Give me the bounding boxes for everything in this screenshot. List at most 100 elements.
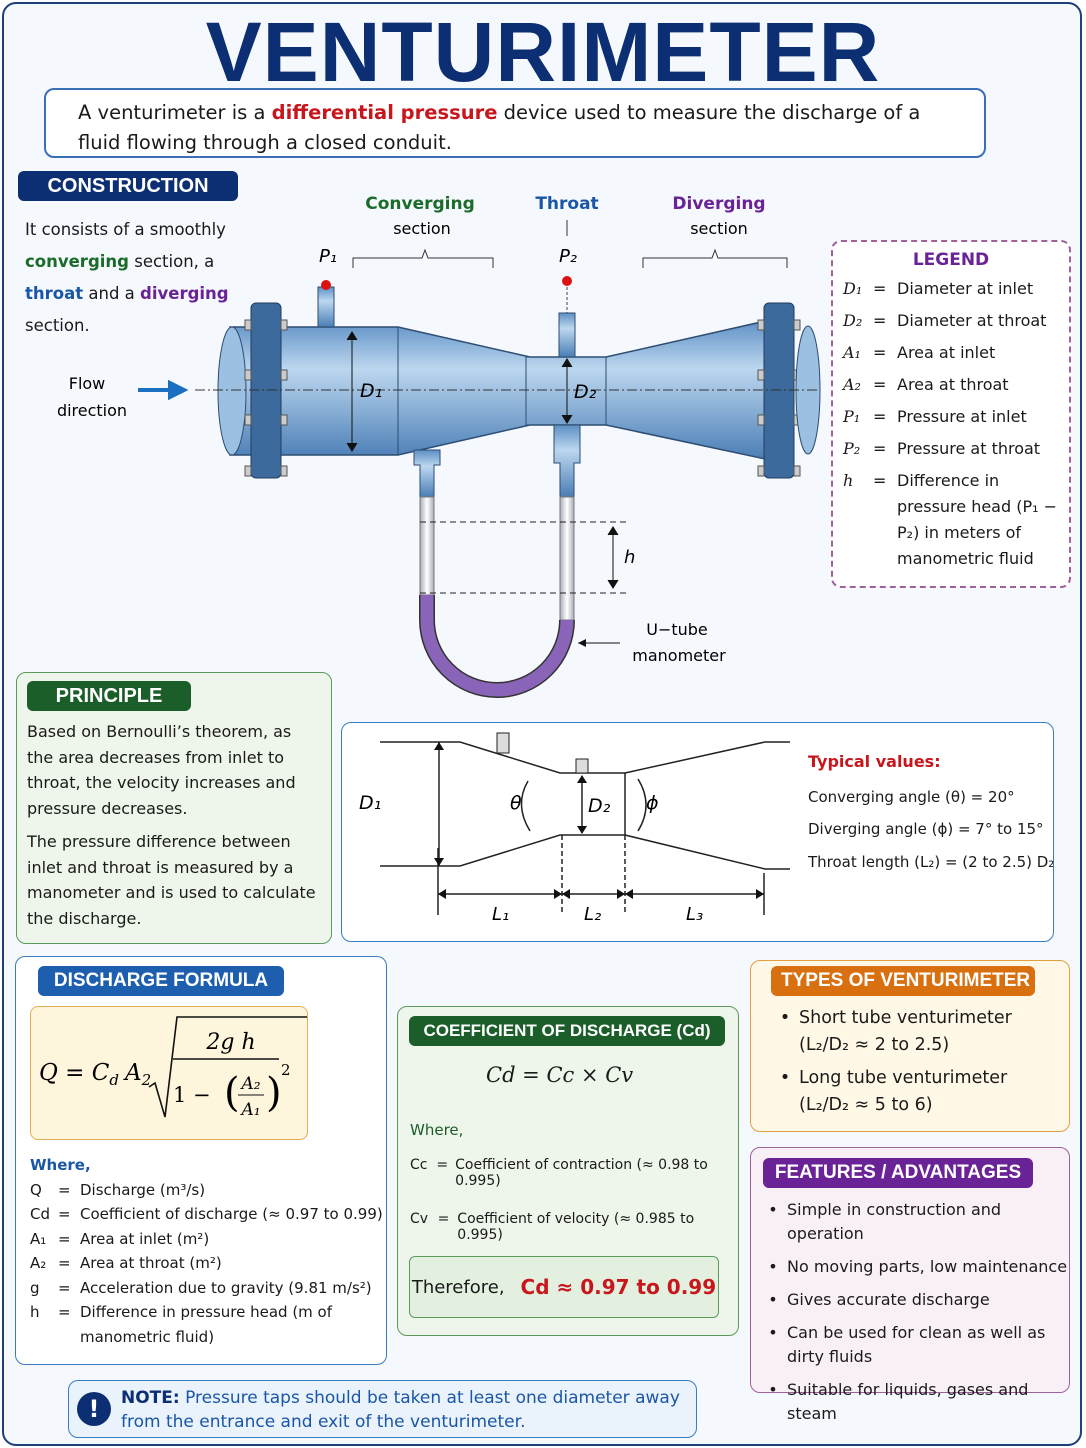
- discharge-variable-list: Q=Discharge (m³/s)Cd=Coefficient of disc…: [30, 1178, 386, 1350]
- principle-text-1: Based on Bernoulli’s theorem, as the are…: [27, 722, 296, 818]
- throat-label: Throat: [535, 194, 598, 214]
- text: and a: [83, 284, 141, 303]
- text: section.: [25, 316, 90, 335]
- types-heading: TYPES OF VENTURIMETER: [771, 966, 1035, 996]
- equals-sign: =: [58, 1229, 71, 1248]
- diverging-brace: [642, 248, 788, 268]
- tap-stub: [496, 732, 510, 754]
- utube-pointer-head: [578, 639, 586, 647]
- dimension-diagram: D₁ D₂ θ ϕ L₁ L₂ L₃: [359, 732, 790, 925]
- equals-sign: =: [873, 279, 887, 298]
- legend-row: P₂=Pressure at throat: [843, 436, 1059, 462]
- h-label: h: [624, 547, 635, 568]
- equals-sign: =: [873, 343, 887, 362]
- variable-symbol: h: [30, 1303, 40, 1321]
- l1-label: L₁: [492, 904, 509, 925]
- typical-value-row: Diverging angle (ϕ) = 7° to 15°: [808, 820, 1044, 838]
- legend-row: A₁=Area at inlet: [843, 340, 1059, 366]
- legend-value: Diameter at throat: [897, 311, 1047, 330]
- converging-brace: [352, 248, 494, 268]
- throat-word: throat: [25, 284, 84, 303]
- utube-label: U−tube: [646, 620, 708, 639]
- intro-text-end: device used to measure the discharge of …: [78, 101, 921, 154]
- variable-symbol: Q: [30, 1180, 42, 1199]
- page-title: VENTURIMETER: [205, 5, 881, 99]
- discharge-variable-row: h=Difference in pressure head (m of mano…: [30, 1300, 386, 1349]
- types-box: TYPES OF VENTURIMETER •Short tube ventur…: [750, 960, 1070, 1132]
- legend-row: h = Difference in pressure head (P₁ − P₂) …: [843, 468, 1059, 572]
- right-tube: [559, 496, 575, 621]
- legend-key: D₁: [843, 279, 863, 298]
- types-list: •Short tube venturimeter(L₂/D₂ ≈ 2 to 2.…: [771, 1005, 1061, 1125]
- typical-values: Typical values: Converging angle (θ) = 2…: [808, 746, 1054, 878]
- legend-row: D₁ = Diameter at inlet: [843, 276, 1059, 302]
- legend-value: Diameter at inlet: [897, 279, 1034, 298]
- discharge-variable-row: A₁=Area at inlet (m²): [30, 1227, 386, 1252]
- legend-key: h: [843, 471, 854, 490]
- typical-value-row: Throat length (L₂) = (2 to 2.5) D₂: [808, 852, 1055, 871]
- phi-label: ϕ: [646, 792, 659, 814]
- feature-text: Suitable for liquids, gases and steam: [787, 1380, 1029, 1423]
- legend-value: Difference in pressure head (P₁ − P₂) in…: [897, 471, 1058, 568]
- formula-den: 1 −: [173, 1083, 211, 1107]
- left-manometer-connector: [413, 449, 441, 498]
- coefficient-row: Cc=Coefficient of contraction (≈ 0.98 to…: [410, 1157, 740, 1189]
- venturi-outline: [380, 741, 790, 870]
- converging-sub-label: section: [393, 219, 451, 238]
- legend-key: D₂: [843, 311, 863, 330]
- diverging-sub-label: section: [690, 219, 748, 238]
- discharge-where: Where, Q=Discharge (m³/s)Cd=Coefficient …: [30, 1153, 386, 1349]
- venturimeter-diagram: Converging section Throat Diverging sect…: [57, 194, 821, 698]
- p2-label: P₂: [559, 246, 577, 267]
- equals-sign: =: [437, 1211, 450, 1227]
- text: It consists of a smoothly: [25, 220, 226, 239]
- formula-lhs: Q = C: [39, 1060, 110, 1086]
- equals-sign: =: [873, 439, 887, 458]
- equals-sign: =: [58, 1205, 71, 1223]
- dim-d2-label: D₂: [588, 795, 611, 817]
- bullet: •: [768, 1380, 778, 1399]
- dim-d1-label: D₁: [359, 792, 381, 814]
- equals-sign: =: [436, 1157, 449, 1173]
- cd-result: Cd ≈ 0.97 to 0.99: [520, 1275, 717, 1299]
- dimension-arrowheads: [434, 742, 764, 899]
- feature-text: Simple in construction and operation: [787, 1200, 1002, 1243]
- construction-heading: CONSTRUCTION: [18, 171, 238, 201]
- note-text: Pressure taps should be taken at least o…: [121, 1388, 680, 1432]
- type-name: Short tube venturimeter: [799, 1008, 1012, 1028]
- diverging-label: Diverging: [672, 194, 765, 214]
- therefore-label: Therefore,: [411, 1276, 505, 1298]
- type-range: (L₂/D₂ ≈ 5 to 6): [799, 1095, 933, 1115]
- bullet: •: [768, 1200, 778, 1219]
- note-label: NOTE:: [121, 1388, 180, 1408]
- coef-description: Coefficient of contraction (≈ 0.98 to 0.…: [455, 1157, 708, 1189]
- bullet: •: [768, 1257, 778, 1276]
- legend-value: Area at throat: [897, 375, 1009, 394]
- flow-label-2: direction: [57, 401, 127, 420]
- equals-sign: =: [58, 1180, 71, 1199]
- d2-label: D₂: [574, 381, 597, 403]
- note-box: ! NOTE: Pressure taps should be taken at…: [68, 1380, 697, 1438]
- right-manometer-connector: [553, 424, 581, 498]
- feature-text: No moving parts, low maintenance: [787, 1257, 1068, 1276]
- legend-key: P₂: [843, 439, 861, 458]
- legend-title: LEGEND: [912, 250, 990, 270]
- variable-description: Coefficient of discharge (≈ 0.97 to 0.99…: [80, 1205, 383, 1223]
- formula-exponent: 2: [281, 1061, 291, 1079]
- discharge-variable-row: A₂=Area at throat (m²): [30, 1251, 386, 1276]
- equals-sign: =: [873, 471, 887, 490]
- p2-marker: [562, 276, 572, 286]
- legend-value: Pressure at inlet: [897, 407, 1027, 426]
- h-arrowheads: [607, 526, 619, 589]
- p1-marker: [321, 280, 331, 290]
- legend-row: P₁=Pressure at inlet: [843, 404, 1059, 430]
- feature-item: • Suitable for liquids, gases and steam: [759, 1378, 1069, 1426]
- converging-word: converging: [25, 252, 129, 271]
- type-item: •Short tube venturimeter(L₂/D₂ ≈ 2 to 2.…: [771, 1005, 1061, 1059]
- principle-box: PRINCIPLE Based on Bernoulli’s theorem, …: [16, 672, 332, 944]
- bullet: •: [779, 1068, 791, 1088]
- exclamation-icon: !: [77, 1392, 111, 1426]
- feature-item: • Simple in construction and operation: [759, 1198, 1069, 1246]
